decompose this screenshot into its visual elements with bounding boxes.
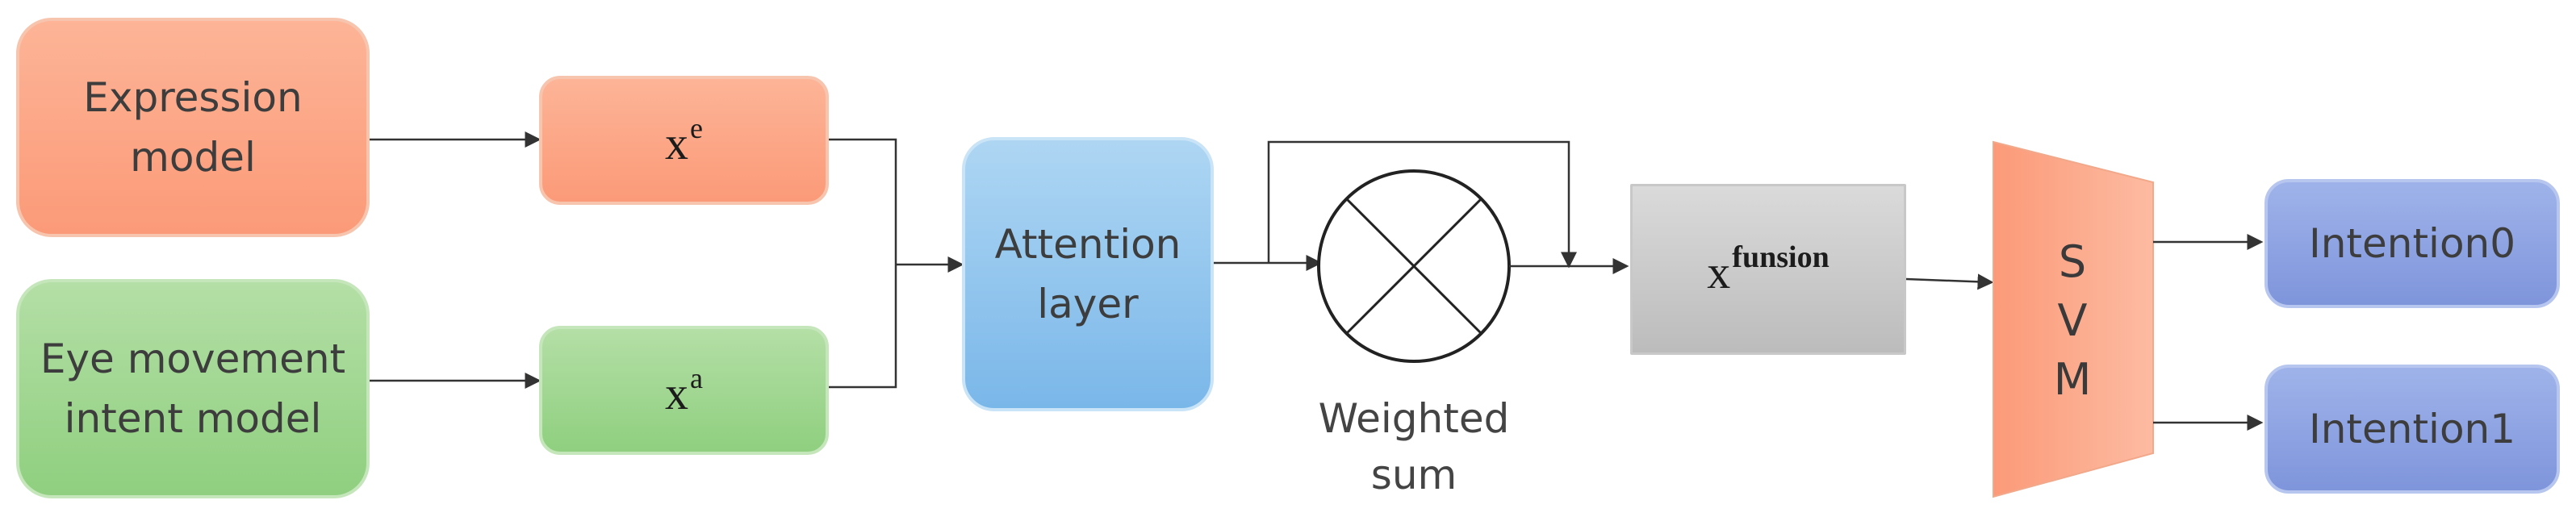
expression-feature-base: x xyxy=(665,116,688,169)
attention-layer-label: Attention layer xyxy=(994,221,1181,327)
svm-label: S V M xyxy=(1992,232,2153,409)
expression-feature-box: xe xyxy=(539,76,829,205)
intention1-label: Intention1 xyxy=(2308,406,2516,452)
fusion-feature-base: x xyxy=(1707,246,1731,298)
eye-movement-model-box: Eye movement intent model xyxy=(16,279,370,498)
fusion-feature-box: xfunsion xyxy=(1630,184,1906,355)
intention1-box: Intention1 xyxy=(2264,365,2560,494)
intention0-label: Intention0 xyxy=(2308,220,2516,267)
eye-movement-model-label: Eye movement intent model xyxy=(40,336,346,442)
skip-connection xyxy=(1267,140,1577,269)
circled-cross-icon xyxy=(1317,169,1511,363)
weighted-sum-label: Weighted sum xyxy=(1318,395,1510,498)
fusion-feature-label: xfunsion xyxy=(1707,240,1829,299)
expression-feature-label: xe xyxy=(665,111,703,170)
eye-feature-label: xa xyxy=(665,361,703,420)
svm-letter-s: S xyxy=(2058,236,2087,287)
eye-feature-superscript: a xyxy=(690,361,703,394)
expression-model-box: Expression model xyxy=(16,18,370,237)
expression-feature-superscript: e xyxy=(690,111,703,144)
intention0-box: Intention0 xyxy=(2264,179,2560,308)
svm-letter-v: V xyxy=(2057,295,2088,346)
svm-letter-m: M xyxy=(2053,354,2092,405)
arrow-fusion-to-svm xyxy=(1905,273,1994,290)
eye-feature-base: x xyxy=(665,366,688,419)
fusion-feature-superscript: funsion xyxy=(1732,240,1830,274)
connector-xe-merge xyxy=(829,138,897,389)
svm-block xyxy=(1993,140,2154,498)
eye-feature-box: xa xyxy=(539,326,829,455)
attention-layer-box: Attention layer xyxy=(962,137,1214,411)
expression-model-label: Expression model xyxy=(83,74,303,181)
